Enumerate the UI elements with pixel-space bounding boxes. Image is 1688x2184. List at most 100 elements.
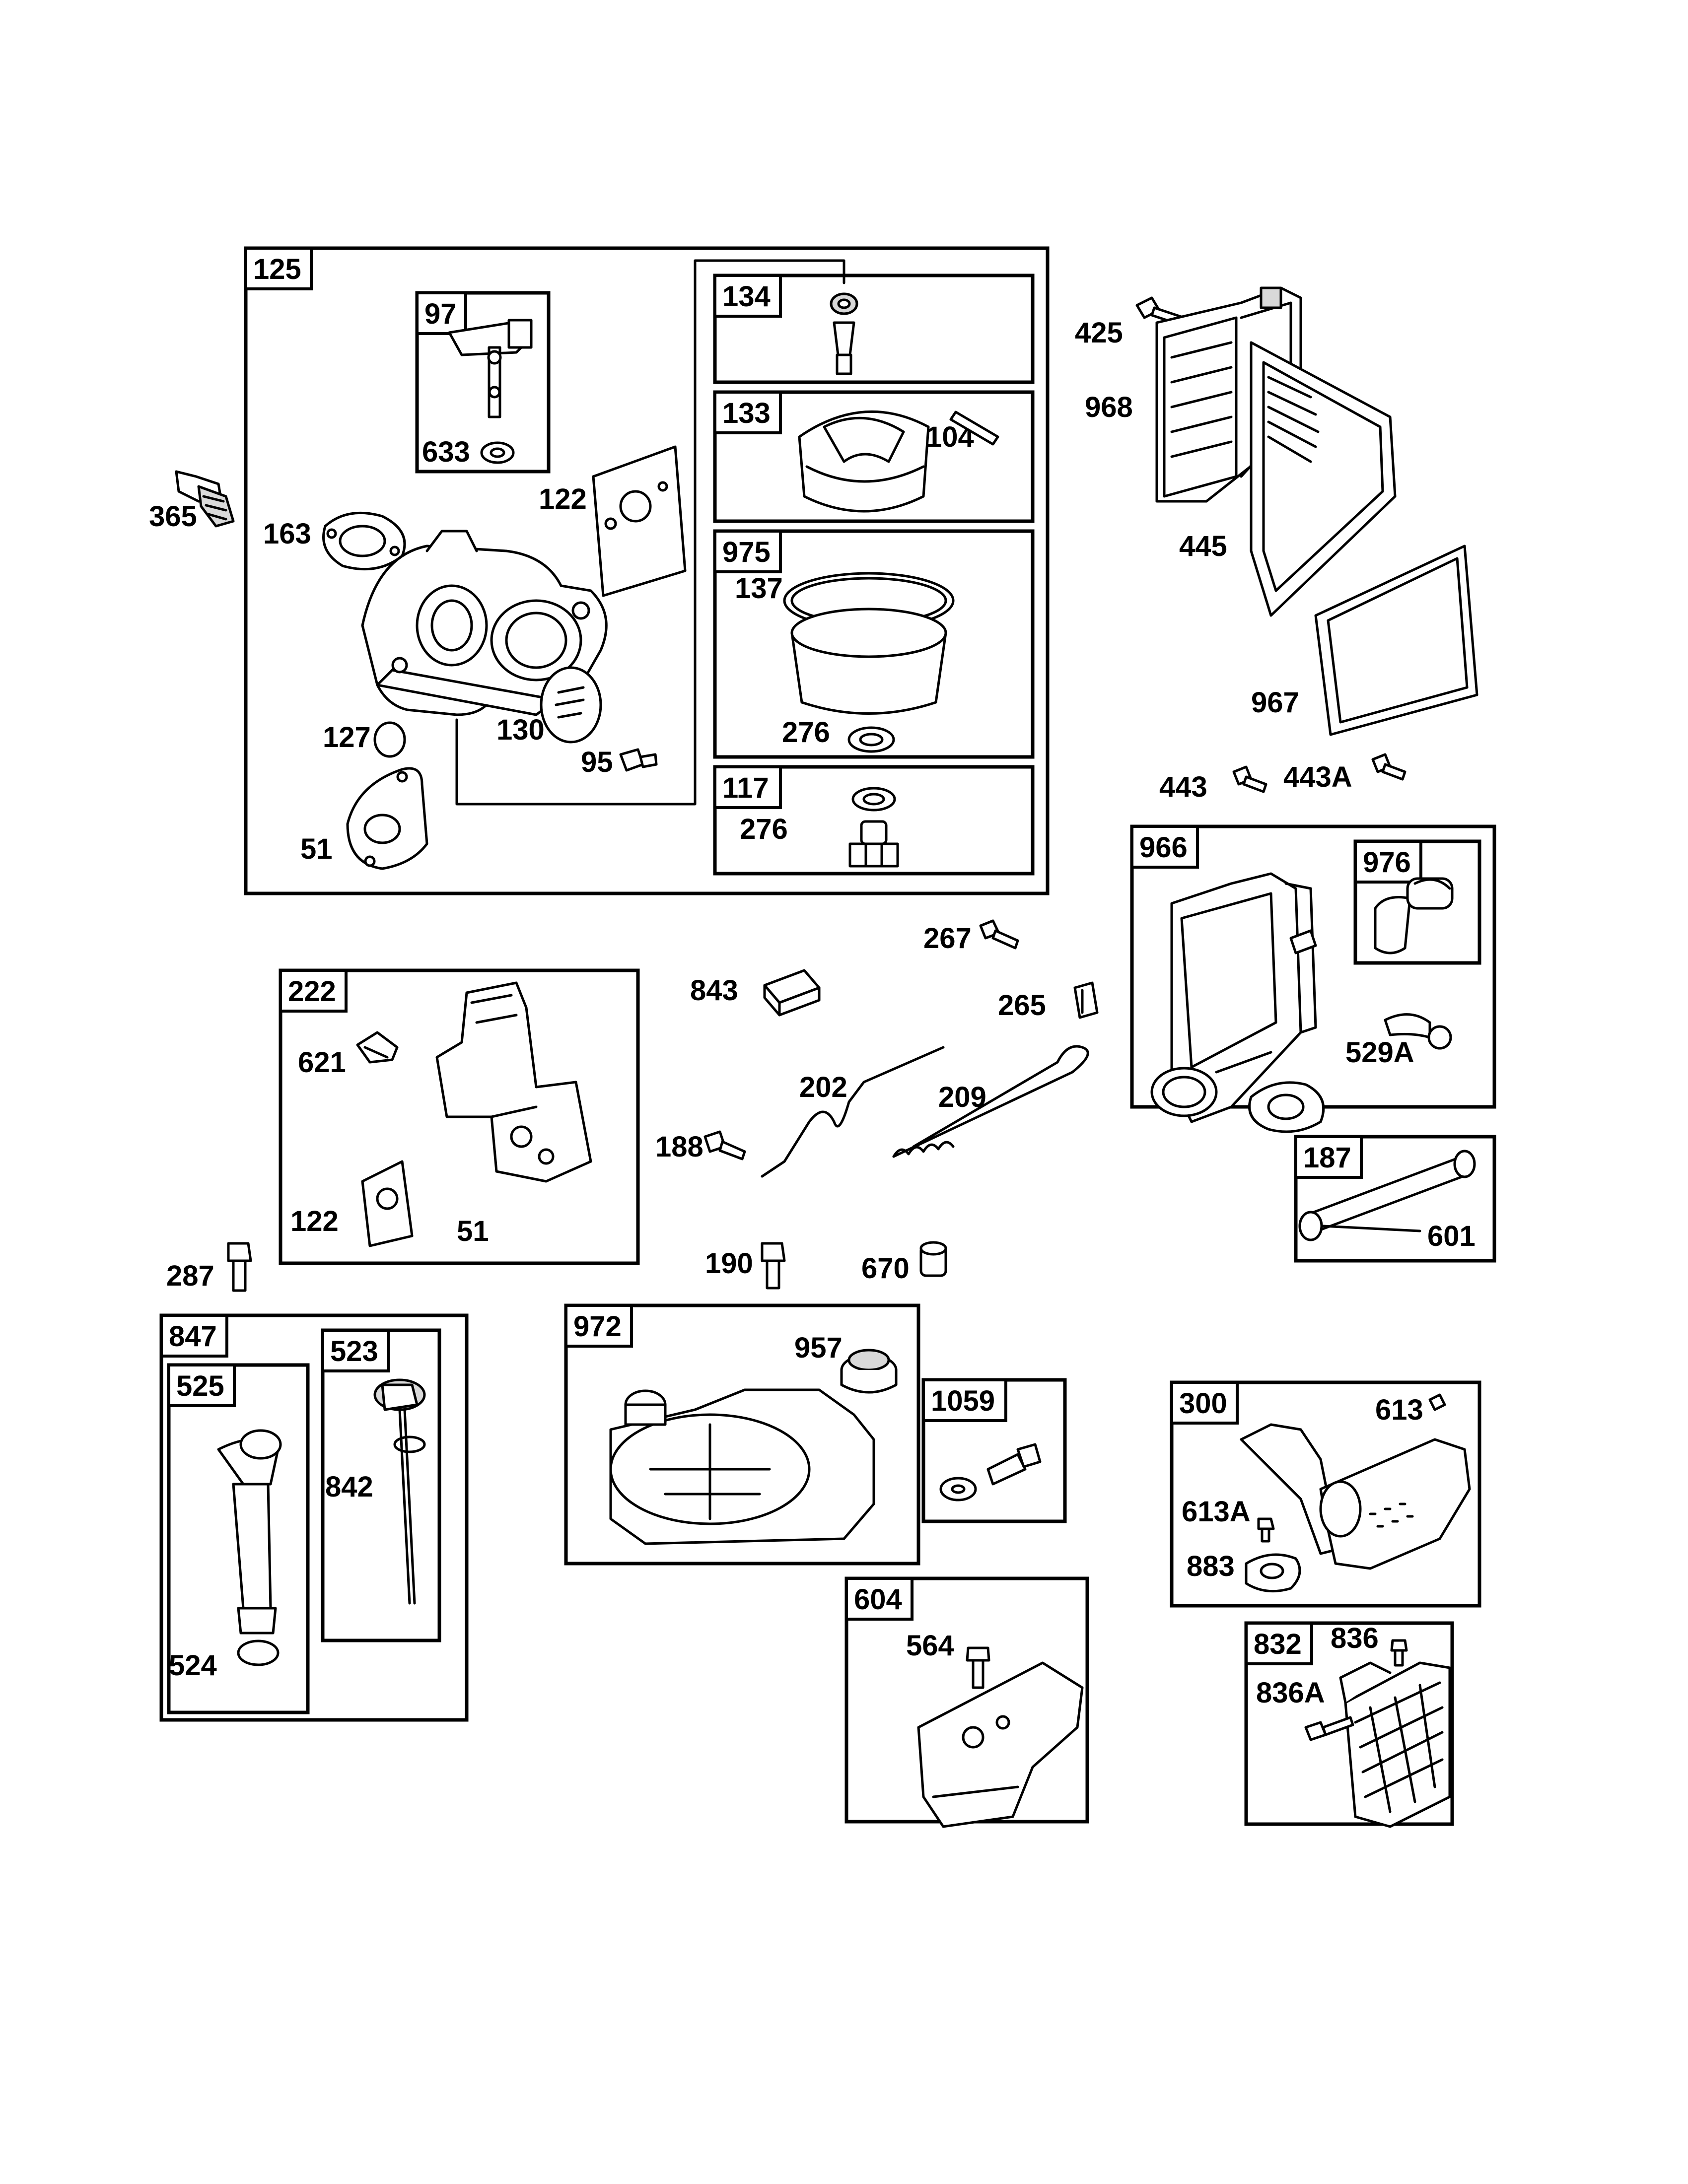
part-134-needle-seat bbox=[830, 292, 858, 375]
part-267-screw bbox=[979, 919, 1019, 950]
group-frame-300 bbox=[1170, 1380, 1481, 1608]
callout-276a: 276 bbox=[782, 716, 830, 749]
part-276-washer-b bbox=[851, 787, 896, 812]
callout-843: 843 bbox=[690, 974, 738, 1007]
callout-188: 188 bbox=[655, 1131, 703, 1163]
part-187-breather-tube bbox=[1298, 1150, 1476, 1241]
part-190-bolt bbox=[761, 1242, 786, 1290]
callout-130: 130 bbox=[496, 714, 545, 746]
part-202-governor-link bbox=[761, 1046, 945, 1178]
callout-836: 836 bbox=[1331, 1622, 1379, 1654]
callout-127: 127 bbox=[323, 721, 371, 753]
part-975-float-bowl bbox=[790, 608, 947, 715]
part-97-throttle-shaft bbox=[448, 319, 533, 464]
callout-95: 95 bbox=[581, 746, 613, 778]
group-box-133: 133 bbox=[713, 390, 1035, 523]
group-box-604: 604 bbox=[844, 1576, 1089, 1824]
group-frame-222 bbox=[279, 968, 640, 1265]
callout-613A: 613A bbox=[1182, 1496, 1251, 1528]
callout-842: 842 bbox=[325, 1471, 373, 1503]
part-613A-screw bbox=[1257, 1517, 1275, 1543]
group-tag-133: 133 bbox=[722, 397, 771, 429]
part-836A-screw bbox=[1304, 1716, 1354, 1741]
group-tag-frame-966 bbox=[1130, 825, 1199, 869]
callout-122a: 122 bbox=[539, 483, 587, 515]
group-tag-frame-97 bbox=[416, 291, 467, 335]
group-tag-125: 125 bbox=[253, 253, 301, 285]
group-box-222: 222 bbox=[279, 968, 640, 1265]
part-525-fill-tube bbox=[217, 1429, 282, 1635]
group-frame-97 bbox=[415, 291, 551, 474]
group-tag-frame-187 bbox=[1294, 1135, 1363, 1179]
group-box-847: 847 bbox=[159, 1313, 469, 1722]
part-122-gasket-a bbox=[592, 445, 687, 597]
part-621-clip bbox=[356, 1031, 399, 1064]
part-972-sump bbox=[609, 1388, 875, 1545]
group-tag-frame-525 bbox=[167, 1364, 236, 1407]
group-box-134: 134 bbox=[713, 273, 1035, 384]
callout-137: 137 bbox=[735, 572, 783, 605]
group-box-966: 966 bbox=[1130, 824, 1496, 1109]
part-443A-screw bbox=[1371, 753, 1407, 781]
group-tag-847: 847 bbox=[169, 1320, 217, 1353]
group-box-97: 97 bbox=[415, 291, 551, 474]
part-529A-elbow bbox=[1384, 1013, 1452, 1050]
callout-445: 445 bbox=[1179, 530, 1227, 562]
group-tag-frame-976 bbox=[1354, 840, 1422, 884]
part-524-o-ring bbox=[237, 1639, 280, 1666]
group-frame-134 bbox=[713, 273, 1035, 384]
callout-443: 443 bbox=[1159, 771, 1207, 803]
callout-443A: 443A bbox=[1283, 761, 1352, 793]
part-670-spacer bbox=[919, 1241, 947, 1277]
callout-529A: 529A bbox=[1345, 1036, 1414, 1069]
part-104-float-pin bbox=[949, 410, 999, 446]
group-tag-222: 222 bbox=[288, 975, 336, 1008]
group-tag-frame-523 bbox=[321, 1329, 390, 1372]
group-tag-frame-975 bbox=[713, 530, 782, 573]
callout-967: 967 bbox=[1251, 686, 1299, 719]
group-frame-133 bbox=[713, 390, 1035, 523]
callout-51b: 51 bbox=[457, 1215, 489, 1247]
part-130-choke-plate bbox=[540, 666, 602, 744]
part-209-governor-spring bbox=[892, 1045, 1089, 1158]
group-tag-117: 117 bbox=[722, 772, 769, 804]
group-box-832: 832 bbox=[1244, 1621, 1454, 1826]
group-tag-966: 966 bbox=[1139, 831, 1188, 864]
part-564-screw bbox=[966, 1646, 990, 1689]
part-122-gasket-b bbox=[361, 1160, 414, 1247]
callout-122b: 122 bbox=[290, 1205, 339, 1237]
callout-287: 287 bbox=[166, 1260, 214, 1292]
part-966-air-cleaner-housing bbox=[1150, 872, 1317, 1123]
group-tag-525: 525 bbox=[176, 1370, 224, 1402]
callout-670: 670 bbox=[861, 1252, 910, 1285]
group-frame-125 bbox=[244, 246, 1050, 895]
part-127-welch-plug bbox=[373, 721, 406, 758]
part-222-governor-bracket bbox=[435, 981, 592, 1183]
group-box-300: 300 bbox=[1170, 1380, 1481, 1608]
part-957-oil-cap bbox=[840, 1349, 898, 1394]
part-443-screw bbox=[1232, 765, 1267, 793]
group-tag-972: 972 bbox=[573, 1310, 622, 1343]
group-tag-frame-125 bbox=[244, 247, 313, 290]
group-frame-525 bbox=[167, 1363, 310, 1714]
part-163-gasket-b bbox=[1248, 1081, 1325, 1133]
part-836-screw bbox=[1390, 1639, 1408, 1667]
callout-265: 265 bbox=[998, 989, 1046, 1022]
part-976-choke-assembly bbox=[1374, 877, 1454, 955]
group-tag-1059: 1059 bbox=[931, 1385, 995, 1417]
part-445-filter bbox=[1250, 341, 1397, 617]
part-265-clip bbox=[1073, 981, 1099, 1019]
part-365-screw bbox=[175, 470, 235, 528]
group-tag-976: 976 bbox=[1363, 846, 1411, 879]
part-300-muffler bbox=[1240, 1423, 1471, 1570]
group-tag-97: 97 bbox=[424, 298, 457, 330]
group-tag-frame-847 bbox=[160, 1314, 228, 1358]
group-box-976: 976 bbox=[1353, 839, 1481, 965]
group-tag-frame-604 bbox=[845, 1577, 914, 1621]
callout-957: 957 bbox=[794, 1332, 843, 1364]
group-frame-832 bbox=[1244, 1621, 1454, 1826]
callout-613: 613 bbox=[1375, 1394, 1423, 1426]
group-tag-frame-222 bbox=[279, 969, 348, 1013]
part-163-gasket-a bbox=[322, 511, 406, 571]
